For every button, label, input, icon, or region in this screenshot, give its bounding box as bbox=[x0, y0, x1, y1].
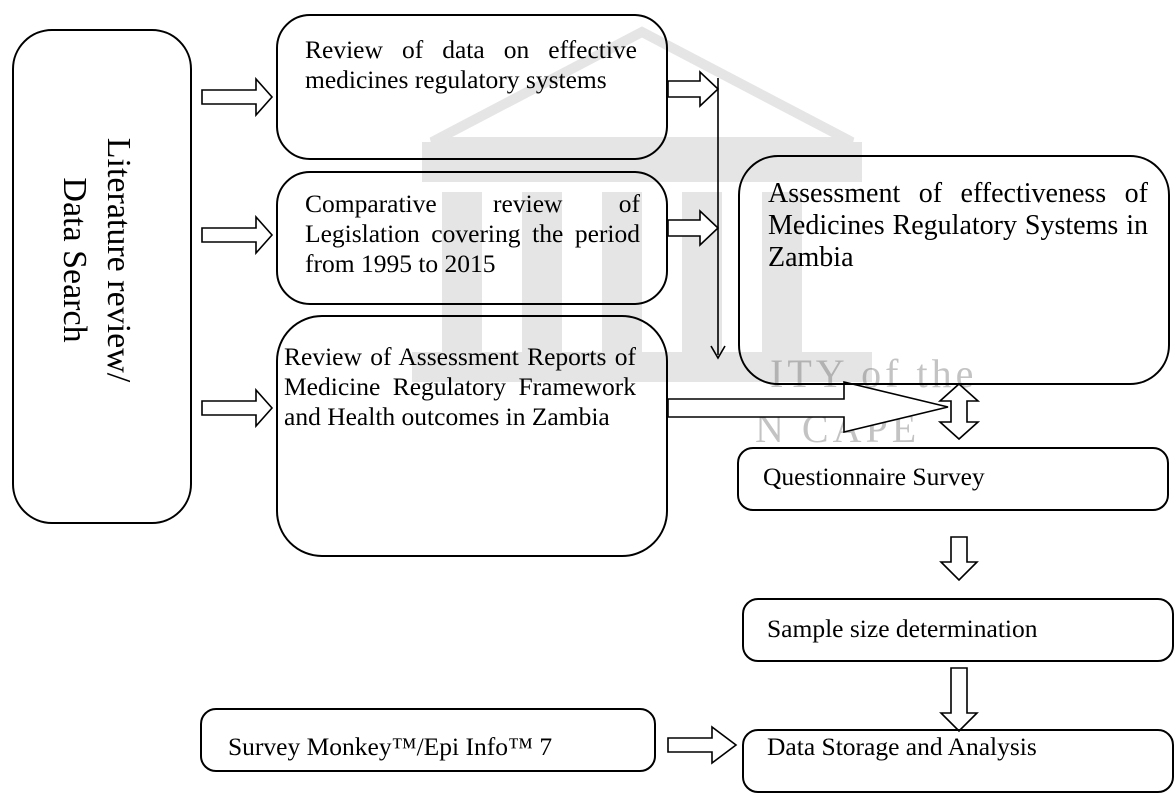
questionnaire-text: Questionnaire Survey bbox=[763, 462, 985, 491]
arrow-box1-to-line bbox=[667, 70, 720, 108]
arrow-box3-to-assessment bbox=[667, 380, 949, 434]
sample-size-box bbox=[742, 598, 1174, 662]
double-arrow-assessment-questionnaire bbox=[937, 382, 981, 441]
assessment-box bbox=[738, 155, 1170, 385]
questionnaire-box bbox=[737, 447, 1169, 511]
assessment-text: Assessment of effectiveness of Medicines… bbox=[768, 178, 1148, 273]
arrow-left-to-box3 bbox=[201, 387, 274, 429]
assessment-reports-text: Review of Assessment Reports of Medicine… bbox=[284, 342, 636, 431]
review-data-text: Review of data on effective medicines re… bbox=[305, 35, 637, 94]
literature-review-box bbox=[12, 29, 192, 524]
arrow-questionnaire-to-sample bbox=[939, 536, 979, 582]
arrow-box2-to-line bbox=[667, 209, 720, 247]
flow-connectors bbox=[201, 70, 981, 765]
arrow-sample-to-storage bbox=[939, 667, 979, 733]
arrow-tools-to-storage bbox=[667, 725, 738, 765]
data-storage-text: Data Storage and Analysis bbox=[767, 732, 1037, 761]
arrow-left-to-box2 bbox=[201, 214, 274, 256]
literature-review-line2: Data Search bbox=[56, 177, 93, 343]
arrow-left-to-box1 bbox=[201, 76, 274, 118]
sample-size-text: Sample size determination bbox=[767, 614, 1038, 643]
assessment-reports-box bbox=[276, 315, 668, 557]
comparative-review-box bbox=[276, 171, 668, 305]
survey-tools-text: Survey Monkey™/Epi Info™ 7 bbox=[228, 732, 553, 761]
comparative-review-text: Comparative review of Legislation coveri… bbox=[305, 189, 640, 278]
review-data-box bbox=[276, 14, 668, 160]
literature-review-line1: Literature review/ bbox=[100, 137, 137, 383]
